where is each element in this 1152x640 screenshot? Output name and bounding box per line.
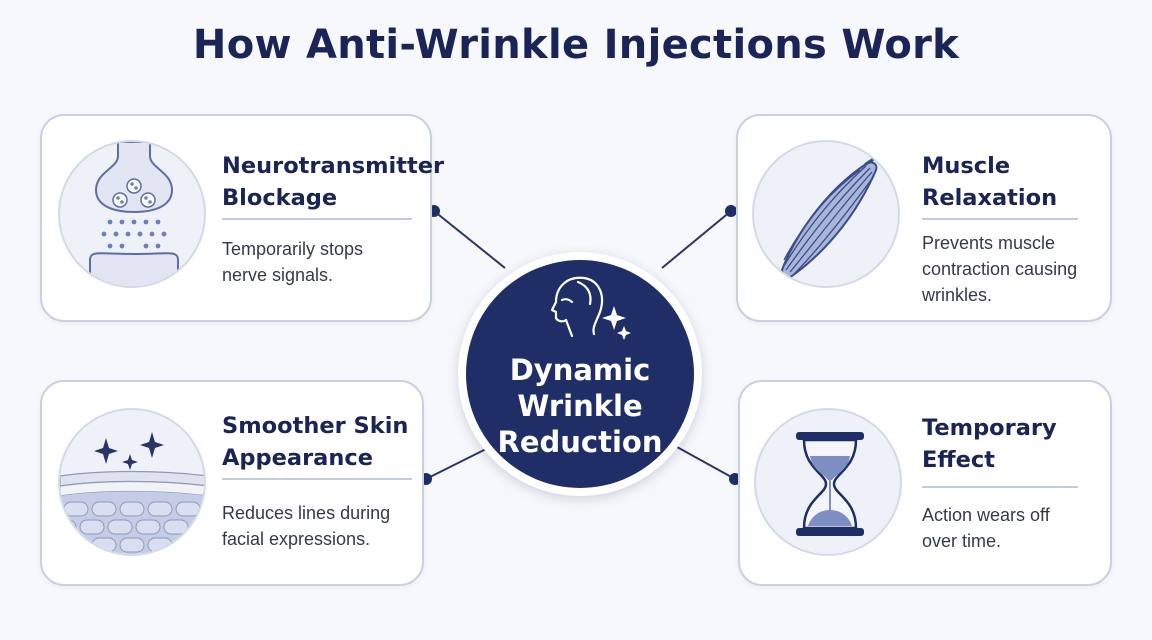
hub-inner: Dynamic Wrinkle Reduction	[466, 260, 694, 488]
card-divider	[922, 486, 1078, 488]
face-profile-icon	[550, 276, 631, 340]
card-description: Reduces lines during facial expressions.	[222, 503, 391, 549]
card-title: Smoother Skin Appearance	[222, 413, 409, 471]
connector-dot-top-right	[725, 205, 737, 217]
muscle-fiber-icon	[752, 140, 900, 288]
page-title: How Anti-Wrinkle Injections Work	[192, 22, 960, 68]
card-title: Neurotransmitter Blockage	[222, 153, 445, 211]
hub-circle: Dynamic Wrinkle Reduction	[458, 252, 702, 496]
card-muscle-relaxation: Muscle Relaxation Prevents muscle contra…	[736, 114, 1112, 322]
card-neurotransmitter-blockage: Neurotransmitter Blockage Temporarily st…	[40, 114, 445, 322]
card-divider	[922, 218, 1078, 220]
card-title: Muscle Relaxation	[922, 153, 1058, 211]
connector-top-right	[661, 210, 732, 269]
card-description: Action wears off over time.	[922, 505, 1050, 551]
hub-label: Dynamic Wrinkle Reduction	[497, 353, 663, 459]
connector-top-left	[433, 210, 506, 269]
card-temporary-effect: Temporary Effect Action wears off over t…	[738, 380, 1112, 586]
hourglass-icon	[754, 408, 902, 556]
card-smoother-skin: Smoother Skin Appearance Reduces lines d…	[40, 380, 424, 586]
card-title: Temporary Effect	[922, 415, 1057, 473]
card-description: Prevents muscle contraction causing wrin…	[922, 233, 1078, 305]
card-divider	[222, 478, 412, 480]
connector-bottom-right	[676, 446, 736, 480]
connector-bottom-left	[425, 446, 491, 480]
card-divider	[222, 218, 412, 220]
card-description: Temporarily stops nerve signals.	[222, 239, 364, 285]
skin-layers-icon	[58, 408, 206, 556]
nerve-synapse-icon	[58, 140, 206, 288]
